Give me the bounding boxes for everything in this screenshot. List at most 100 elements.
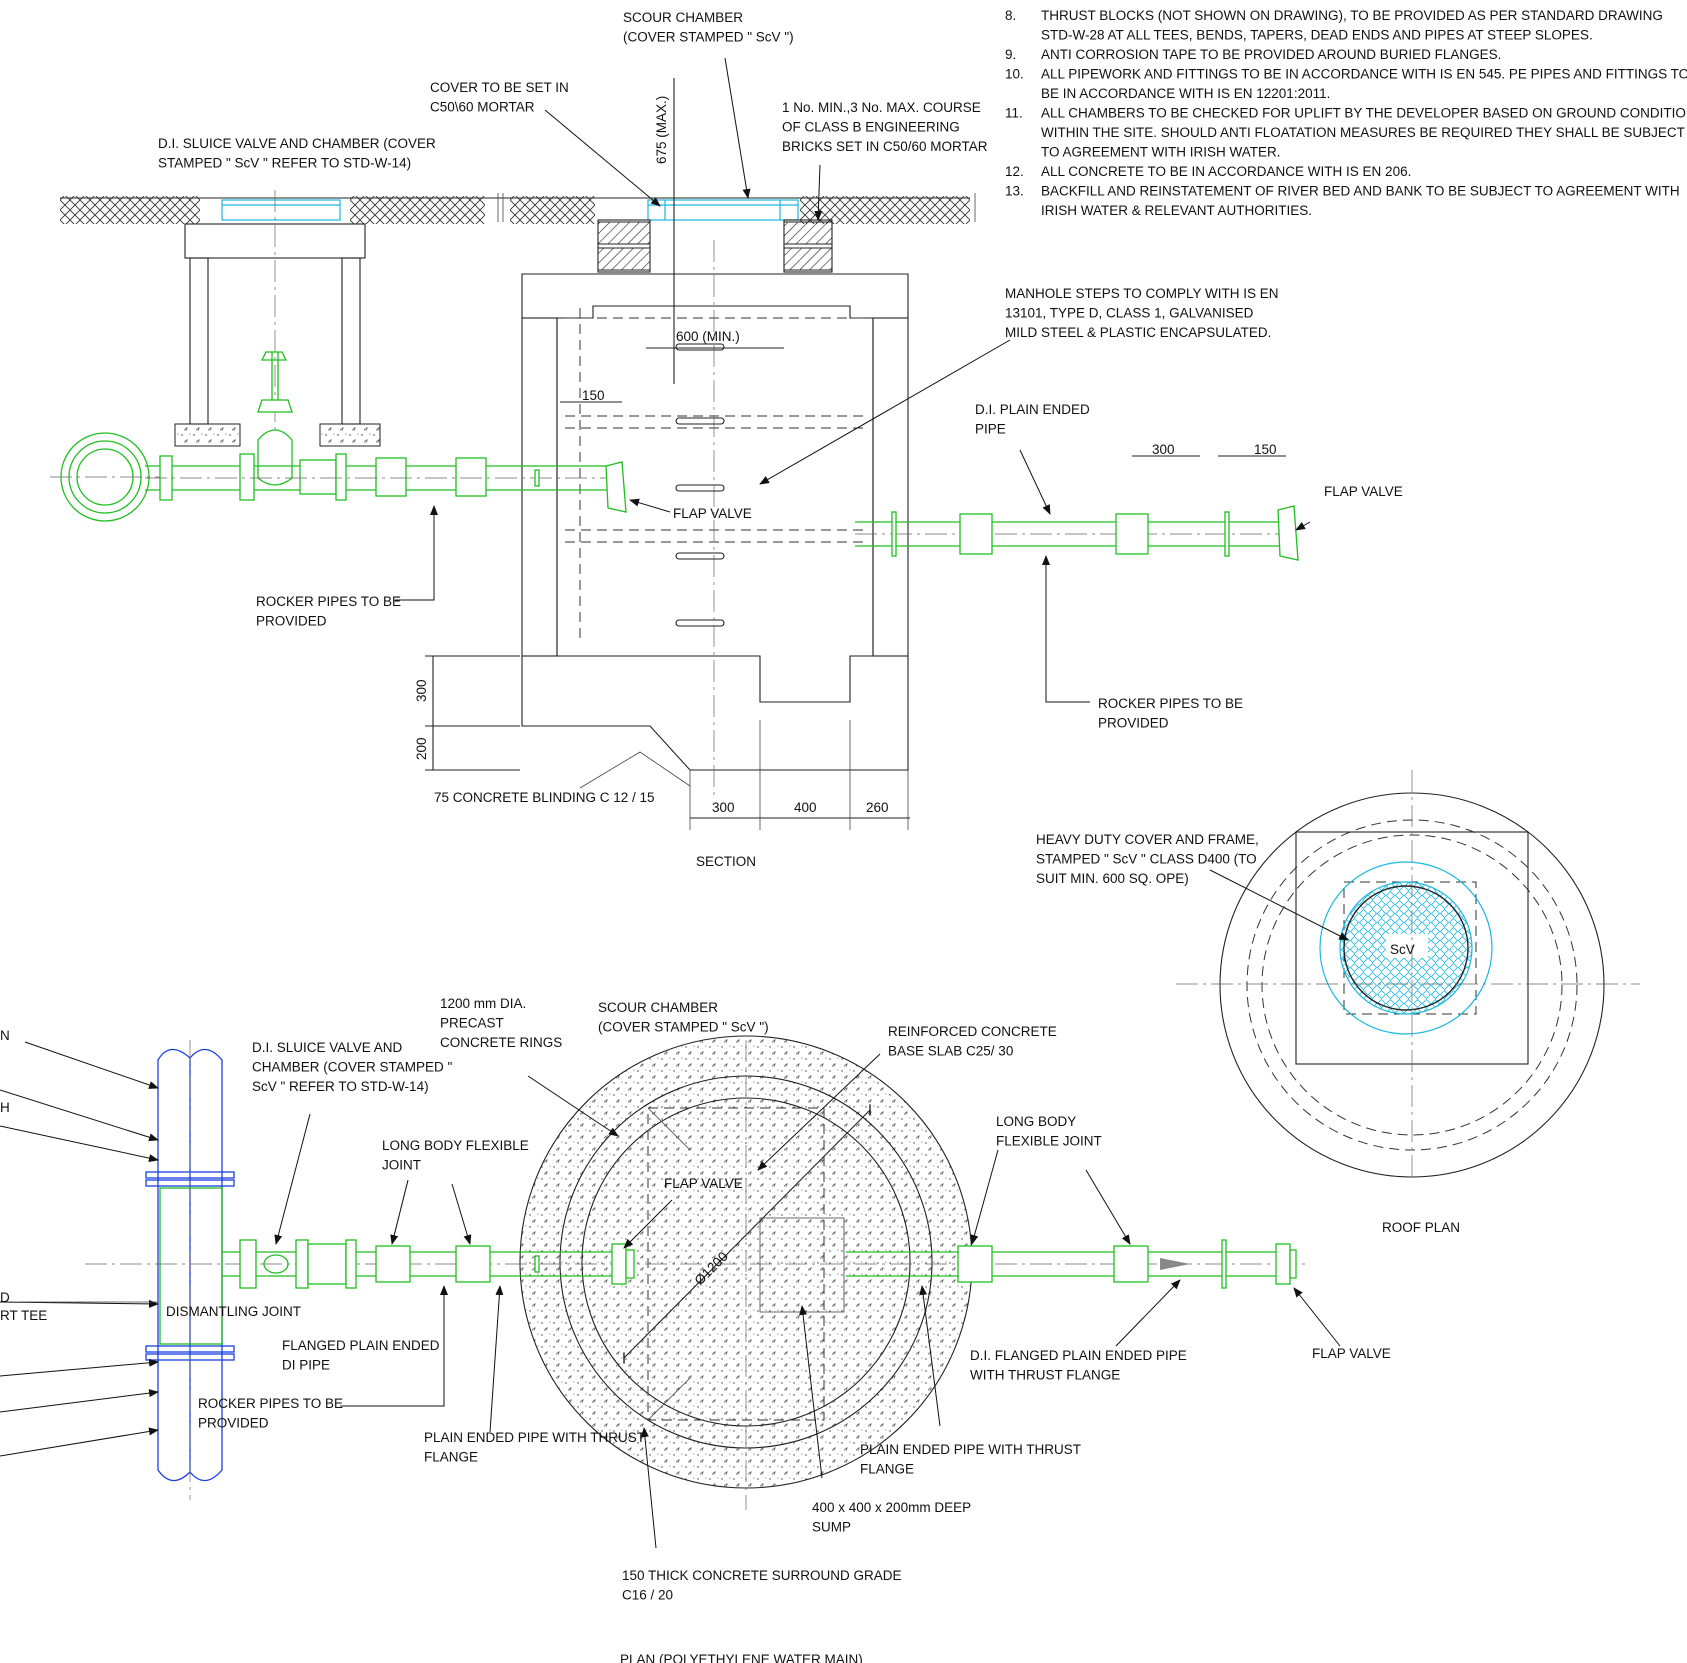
note-number: 11. [1005, 106, 1023, 121]
leader-flap-valve-outer [1295, 521, 1311, 531]
dim-bottom-400: 400 [794, 800, 817, 815]
label-line: STAMPED " ScV " REFER TO STD-W-14) [158, 156, 411, 171]
dim-bottom-260: 260 [866, 800, 889, 815]
label-blinding: 75 CONCRETE BLINDING C 12 / 15 [434, 790, 655, 805]
ground-hatch-mid [350, 196, 485, 224]
label-line: (COVER STAMPED " ScV ") [598, 1020, 769, 1035]
label-line: 75 CONCRETE BLINDING C 12 / 15 [434, 790, 655, 805]
leader-thrust-right [919, 1285, 941, 1427]
label-line: DISMANTLING JOINT [166, 1304, 301, 1319]
section-dimension-lines [425, 78, 1286, 830]
scour-chamber-section [521, 240, 909, 800]
leader-flex-left-2 [451, 1183, 472, 1245]
ground-hatch-left [60, 196, 200, 224]
roof-cover-mark: ScV [1390, 942, 1415, 957]
dim-bottom-300: 300 [712, 800, 735, 815]
leader-cover-mortar [544, 109, 661, 207]
label-flap-valve-plan-outer: FLAP VALVE [1312, 1346, 1391, 1361]
label-rocker-section-left: ROCKER PIPES TO BE PROVIDED [256, 594, 401, 629]
note-number: 13. [1005, 184, 1024, 199]
label-line: WITH THRUST FLANGE [970, 1368, 1120, 1383]
label-rocker-plan: ROCKER PIPES TO BE PROVIDED [198, 1396, 343, 1431]
dim-min-opening: 600 (MIN.) [676, 329, 740, 344]
note-text: ALL CONCRETE TO BE IN ACCORDANCE WITH IS… [1041, 164, 1411, 179]
leader-roof-cover [1209, 869, 1349, 941]
dim-pipe-300: 300 [1152, 442, 1175, 457]
label-cut-2: H [0, 1100, 10, 1115]
label-line: ScV " REFER TO STD-W-14) [252, 1079, 429, 1094]
section-pipework-left [50, 432, 627, 522]
plan-view [0, 1035, 1341, 1549]
label-cut-1: N [0, 1028, 10, 1043]
plan-title: PLAN (POLYETHYLENE WATER MAIN) [620, 1652, 863, 1663]
label-line: MILD STEEL & PLASTIC ENCAPSULATED. [1005, 325, 1271, 340]
label-line: PROVIDED [256, 614, 327, 629]
label-line: D.I. FLANGED PLAIN ENDED PIPE [970, 1348, 1187, 1363]
label-line: PROVIDED [1098, 716, 1169, 731]
label-line: 150 THICK CONCRETE SURROUND GRADE [622, 1568, 902, 1583]
note-text: THRUST BLOCKS (NOT SHOWN ON DRAWING), TO… [1041, 8, 1663, 23]
label-line: D.I. PLAIN ENDED [975, 402, 1090, 417]
roof-plan-view [1176, 770, 1640, 1180]
label-line: PLAIN ENDED PIPE WITH THRUST [860, 1442, 1081, 1457]
general-notes: 8. THRUST BLOCKS (NOT SHOWN ON DRAWING), … [1005, 8, 1687, 218]
leader-plan-flap-inner [623, 1199, 673, 1249]
leader-rocker-right [1042, 555, 1090, 703]
label-flap-valve-section-outer: FLAP VALVE [1324, 484, 1403, 499]
label-line: OF CLASS B ENGINEERING [782, 120, 960, 135]
leader-flex-right-2 [1085, 1169, 1131, 1245]
label-di-flanged: D.I. FLANGED PLAIN ENDED PIPE WITH THRUST… [970, 1348, 1187, 1383]
label-scour-chamber-section: SCOUR CHAMBER(COVER STAMPED " ScV ") [623, 10, 794, 45]
label-line: ROCKER PIPES TO BE [198, 1396, 343, 1411]
label-line: FLAP VALVE [1324, 484, 1403, 499]
plan-chamber [519, 1035, 973, 1510]
label-line: FLEXIBLE JOINT [996, 1134, 1102, 1149]
leader-plan-sluice [274, 1113, 311, 1245]
label-line: C50\60 MORTAR [430, 100, 535, 115]
note-text: STD-W-28 AT ALL TEES, BENDS, TAPERS, DEA… [1041, 28, 1593, 43]
label-line: ROCKER PIPES TO BE [256, 594, 401, 609]
leader-surround [640, 1427, 657, 1549]
plan-water-main [145, 1040, 235, 1500]
note-number: 8. [1005, 8, 1016, 23]
label-line: SCOUR CHAMBER [623, 10, 743, 25]
leader-precast-rings [527, 1075, 619, 1137]
label-line: 400 x 400 x 200mm DEEP [812, 1500, 971, 1515]
roof-plan-labels: HEAVY DUTY COVER AND FRAME,STAMPED " ScV… [1036, 832, 1460, 1235]
plan-pipework-left [85, 1239, 1310, 1289]
dim-pipe-150: 150 [1254, 442, 1277, 457]
note-text: WITHIN THE SITE. SHOULD ANTI FLOATATION … [1041, 125, 1685, 140]
note-number: 12. [1005, 164, 1024, 179]
leader-plain-ended-pipe [1019, 449, 1051, 515]
note-text: BE IN ACCORDANCE WITH IS EN 12201:2011. [1041, 86, 1330, 101]
label-line: FLAP VALVE [664, 1176, 743, 1191]
label-line: FLANGE [860, 1462, 914, 1477]
label-cut-4: RT TEE [0, 1308, 47, 1323]
section-labels: SCOUR CHAMBER(COVER STAMPED " ScV ") COV… [158, 10, 1403, 869]
label-line: PROVIDED [198, 1416, 269, 1431]
label-line: FLANGED PLAIN ENDED [282, 1338, 440, 1353]
label-line: PLAIN ENDED PIPE WITH THRUST [424, 1430, 645, 1445]
label-line: FLANGE [424, 1450, 478, 1465]
label-flap-valve-plan-inner: FLAP VALVE [664, 1176, 743, 1191]
label-line: JOINT [382, 1158, 421, 1173]
sluice-valve-chamber [174, 190, 381, 486]
leader-thrust-left [489, 1285, 504, 1433]
section-title: SECTION [696, 854, 756, 869]
label-line: CHAMBER (COVER STAMPED " [252, 1060, 453, 1075]
leader-cut-2 [0, 1089, 159, 1142]
leader-cut-1 [24, 1041, 159, 1089]
